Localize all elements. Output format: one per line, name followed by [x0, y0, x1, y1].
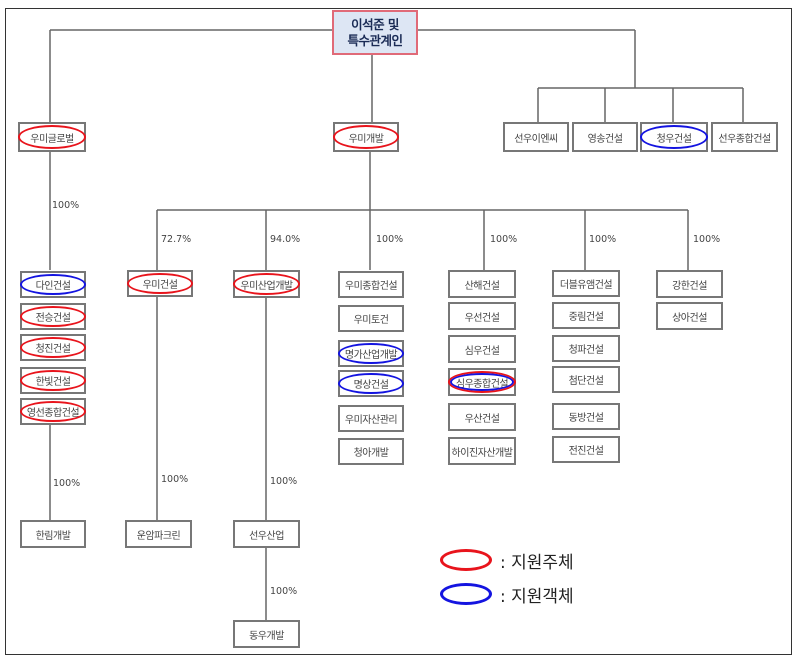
org-node-label: 동방건설 [568, 413, 604, 424]
org-node-label: 우미자산관리 [344, 415, 398, 426]
org-node-label: 다인건설 [35, 281, 71, 292]
org-node-sanga: 상아건설 [656, 302, 723, 330]
org-node-label: 영송건설 [587, 133, 623, 145]
org-node-label: 청진건설 [35, 344, 71, 355]
org-node-cheonga: 청아개발 [338, 438, 404, 465]
ownership-pct-youngsun-to-hanrim: 100% [53, 478, 81, 489]
org-node-cheongjin: 청진건설 [20, 334, 86, 361]
org-node-label: 전승건설 [35, 313, 71, 324]
org-node-label: 한림개발 [35, 530, 71, 542]
root-node: 이석준 및 특수관계인 [332, 10, 418, 55]
org-node-label: 명가산업개발 [344, 350, 398, 361]
org-node-label: 청파건설 [568, 345, 604, 356]
org-node-label: 심우건설 [464, 345, 500, 357]
ownership-pct-sunwoo-ind-to-dongwoo: 100% [270, 586, 298, 597]
org-node-umi-dev: 우미개발 [333, 122, 399, 152]
org-node-label: 우미글로벌 [30, 133, 74, 145]
org-node-label: 우미개발 [348, 133, 384, 145]
org-node-sunwoo-ind: 선우산업 [233, 520, 300, 548]
org-node-label: 하이진자산개발 [451, 447, 513, 459]
org-node-youngsong: 영송건설 [572, 122, 638, 152]
org-node-usan: 우산건설 [448, 403, 516, 431]
org-node-label: 선우산업 [249, 530, 284, 542]
org-node-label: 영선종합건설 [26, 408, 80, 419]
org-node-hanrim: 한림개발 [20, 520, 86, 548]
org-node-jeonseung: 전승건설 [20, 303, 86, 330]
org-node-umi-togun: 우미토건 [338, 305, 404, 332]
org-node-label: 명상건설 [353, 380, 389, 391]
legend-object: : 지원객체 [500, 587, 574, 607]
org-node-label: 우미산업개발 [240, 280, 293, 292]
org-node-label: 우미종합건설 [344, 281, 398, 292]
org-node-label: 심우종합건설 [455, 378, 509, 390]
org-node-sanhae: 산해건설 [448, 270, 516, 298]
org-node-umi-asset: 우미자산관리 [338, 405, 404, 432]
org-node-label: 산해건설 [464, 280, 500, 292]
org-node-simwoo: 심우건설 [448, 335, 516, 363]
org-node-label: 더블유앰건설 [559, 280, 613, 291]
org-node-label: 우미토건 [353, 315, 389, 326]
org-node-jungrim: 중림건설 [552, 302, 620, 329]
org-node-umi-global: 우미글로벌 [18, 122, 86, 152]
org-node-myungsang: 명상건설 [338, 370, 404, 397]
ownership-pct-to-sanhae: 100% [490, 234, 518, 245]
org-node-label: 청우건설 [656, 133, 692, 145]
org-node-simwoo-jh: 심우종합건설 [448, 368, 516, 396]
ownership-pct-to-umi-ind: 94.0% [270, 234, 301, 245]
org-node-label: 동우개발 [249, 630, 284, 642]
org-node-label: 강한건설 [672, 280, 707, 292]
org-node-unam: 운암파크린 [125, 520, 192, 548]
org-node-youngsun: 영선종합건설 [20, 398, 86, 425]
org-node-cheongpa: 청파건설 [552, 335, 620, 362]
org-node-umi-ind: 우미산업개발 [233, 270, 300, 298]
legend-subject: : 지원주체 [500, 553, 574, 573]
ownership-pct-to-kanghan: 100% [693, 234, 721, 245]
org-node-label: 상아건설 [672, 312, 707, 324]
org-node-kanghan: 강한건설 [656, 270, 723, 298]
org-node-dongwoo: 동우개발 [233, 620, 300, 648]
org-node-usun: 우선건설 [448, 302, 516, 330]
org-node-sunwoo-nc: 선우이엔씨 [503, 122, 569, 152]
org-node-dongbang: 동방건설 [552, 403, 620, 430]
ownership-pct-umi-ind-to-sunwoo-ind: 100% [270, 476, 298, 487]
ownership-pct-to-wm: 100% [589, 234, 617, 245]
org-node-label: 전진건설 [568, 446, 604, 457]
ownership-pct-global-to-dain: 100% [52, 200, 80, 211]
org-node-label: 한빛건설 [35, 377, 71, 388]
org-node-label: 운암파크린 [136, 530, 181, 542]
org-node-sunwoo-jh: 선우종합건설 [711, 122, 778, 152]
org-node-label: 우미건설 [142, 280, 178, 291]
org-node-dain: 다인건설 [20, 271, 86, 298]
org-node-myungga: 명가산업개발 [338, 340, 404, 367]
diagram-frame [5, 8, 792, 655]
ownership-pct-umi-const-to-unam: 100% [161, 474, 189, 485]
org-node-wm: 더블유앰건설 [552, 270, 620, 297]
org-node-label: 청아개발 [353, 448, 389, 459]
org-node-cheomdan: 첨단건설 [552, 366, 620, 393]
ownership-pct-to-umi-jh: 100% [376, 234, 404, 245]
org-node-umi-jh: 우미종합건설 [338, 271, 404, 298]
org-node-jeonjin: 전진건설 [552, 436, 620, 463]
org-node-cheongwoo: 청우건설 [640, 122, 708, 152]
org-node-label: 우선건설 [464, 312, 500, 324]
org-node-umi-const: 우미건설 [127, 270, 193, 297]
org-node-haijin: 하이진자산개발 [448, 437, 516, 465]
org-node-label: 첨단건설 [568, 376, 604, 387]
org-node-label: 선우이엔씨 [514, 133, 558, 145]
org-node-label: 중림건설 [568, 312, 604, 323]
root-line2: 특수관계인 [347, 32, 403, 48]
legend-blue-oval [440, 583, 492, 605]
org-node-label: 선우종합건설 [718, 133, 771, 145]
ownership-pct-to-umi-const: 72.7% [161, 234, 192, 245]
legend-red-oval [440, 549, 492, 571]
root-line1: 이석준 및 [351, 16, 399, 32]
org-node-label: 우산건설 [464, 413, 500, 425]
org-node-hanbit: 한빛건설 [20, 367, 86, 394]
